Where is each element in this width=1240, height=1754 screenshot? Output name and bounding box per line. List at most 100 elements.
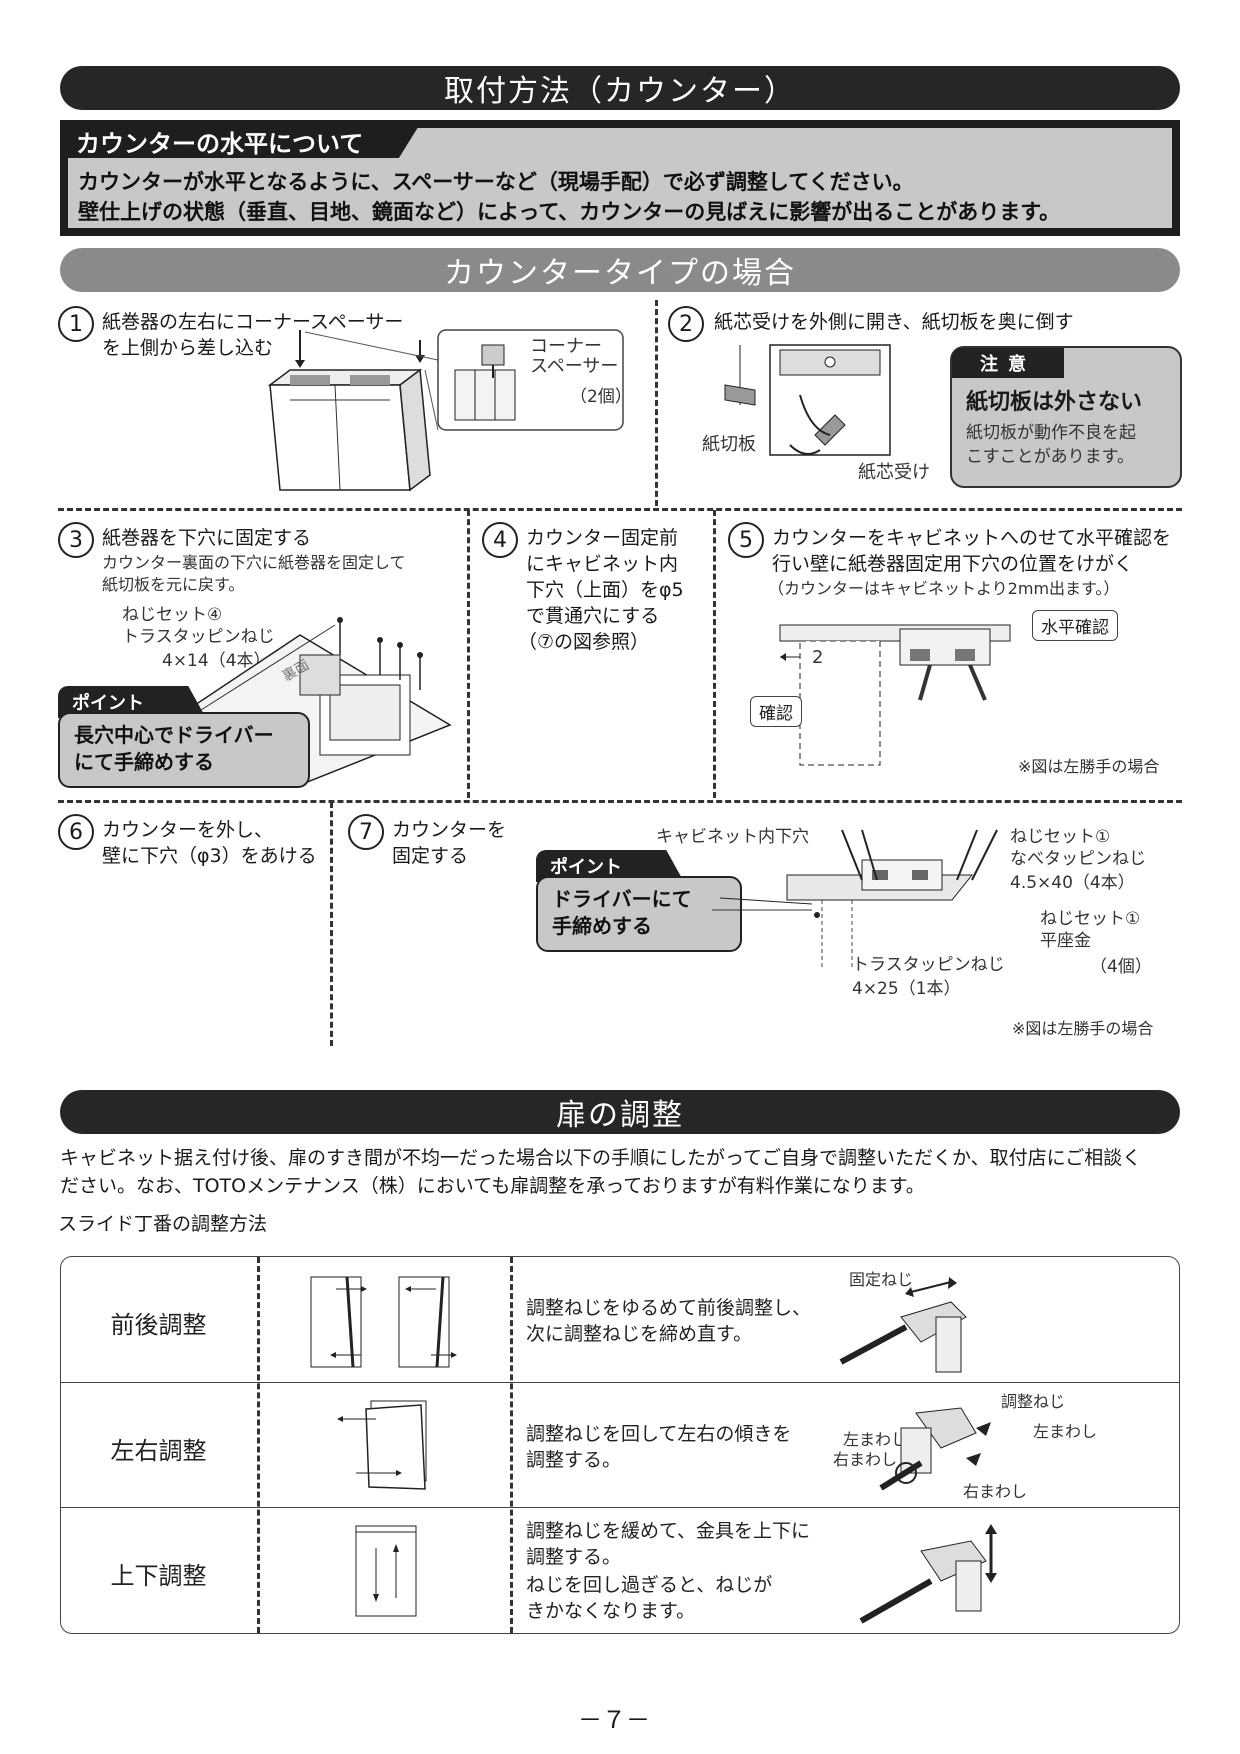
step7-note: ※図は左勝手の場合 — [1012, 1019, 1154, 1038]
caution-body-1: 紙切板が動作不良を起 — [966, 423, 1136, 443]
step4-text-5: （⑦の図参照） — [518, 631, 650, 653]
step3-point-2: にて手締めする — [74, 750, 214, 774]
hinge-up-down-icon — [859, 1524, 997, 1624]
step5-sub: （カウンターはキャビネットより2mm出ます。） — [768, 579, 1120, 598]
step1-illustration — [267, 329, 624, 492]
table-row: 上下調整 調整ねじを緩めて、金具を上下に 調整する。 ねじを回し過ぎると、ねじが… — [61, 1507, 1179, 1633]
step-number-2: 2 — [668, 306, 704, 342]
hinge-tag-left-b: 左まわし — [843, 1430, 908, 1449]
step1-qty: （2個） — [570, 387, 632, 407]
table-row: 前後調整 調整ねじをゆるめて前後調整し、 次に調整ねじを締め直す。 固定ねじ — [61, 1257, 1179, 1382]
step7-illustration — [712, 829, 998, 970]
up-down-diagram — [355, 1525, 417, 1617]
step7-point-2: 手締めする — [552, 914, 652, 938]
step3-point-1: 長穴中心でドライバー — [74, 723, 274, 747]
caution-tab: 注意 — [952, 348, 1064, 378]
step7-screw-a1: ねじセット① — [1010, 827, 1111, 847]
step3-sub-1: カウンター裏面の下穴に紙巻器を固定して — [102, 553, 406, 572]
step6-text-1: カウンターを外し、 — [102, 819, 274, 841]
step7-screw-b2: 平座金 — [1040, 931, 1091, 951]
step4-text-1: カウンター固定前 — [526, 527, 679, 549]
step4-text-4: で貫通穴にする — [526, 605, 660, 627]
caution-head: 紙切板は外さない — [966, 390, 1143, 415]
step-number-3: 3 — [58, 522, 94, 558]
step7-screw-c1: トラスタッピンねじ — [852, 955, 1005, 975]
step-number-7: 7 — [348, 814, 384, 850]
step5-text-1: カウンターをキャビネットへのせて水平確認を — [772, 527, 1172, 549]
step7-screw-b3: （4個） — [1090, 957, 1152, 977]
hinge-tag-right-a: 右まわし — [833, 1450, 898, 1469]
hinge-tag-fix-screw: 固定ねじ — [849, 1270, 914, 1289]
row-desc-2: 調整する。 — [526, 1449, 622, 1471]
hinge-left-right-icon — [879, 1407, 991, 1491]
hinge-front-back-icon — [839, 1277, 967, 1373]
table-divider — [257, 1257, 260, 1633]
divider — [655, 300, 658, 506]
door-para-1: キャビネット据え付け後、扉のすき間が不均一だった場合以下の手順にしたがってご自身… — [60, 1147, 1142, 1169]
step2-label-cutter: 紙切板 — [702, 434, 756, 455]
table-row: 左右調整 調整ねじを回して左右の傾きを 調整する。 調整ねじ 左まわし 左まわし… — [61, 1382, 1179, 1508]
section-title-install: 取付方法（カウンター） — [60, 66, 1180, 110]
row-label: 上下調整 — [110, 1562, 207, 1590]
caution-body-2: こすことがあります。 — [966, 447, 1134, 467]
step3-screw-2: トラスタッピンねじ — [122, 627, 275, 647]
front-back-diagram — [310, 1276, 457, 1368]
section-title-counter-type: カウンタータイプの場合 — [60, 248, 1180, 292]
step1-callout-2: スペーサー — [530, 356, 619, 377]
step3-text: 紙巻器を下穴に固定する — [102, 527, 312, 549]
step1-callout-1: コーナー — [530, 336, 602, 357]
row-label: 前後調整 — [110, 1311, 207, 1339]
row-desc-1: 調整ねじを緩めて、金具を上下に — [526, 1520, 811, 1542]
step6-text-2: 壁に下穴（φ3）をあける — [102, 845, 317, 867]
step-number-4: 4 — [482, 522, 518, 558]
row-desc-2: 調整する。 — [526, 1546, 622, 1568]
row-desc-2: 次に調整ねじを締め直す。 — [526, 1323, 753, 1345]
step5-dim: 2 — [812, 647, 824, 668]
note-line-1: カウンターが水平となるように、スペーサーなど（現場手配）で必ず調整してください。 — [78, 170, 914, 194]
step-number-1: 1 — [58, 306, 94, 342]
step2-label-core: 紙芯受け — [858, 462, 930, 483]
section-title-door: 扉の調整 — [60, 1090, 1180, 1134]
step7-text-2: 固定する — [392, 845, 469, 867]
step3-sub-2: 紙切板を元に戻す。 — [102, 575, 245, 594]
step2-illustration — [724, 344, 891, 456]
step7-point-1: ドライバーにて — [552, 887, 692, 911]
step1-text-1: 紙巻器の左右にコーナースペーサー — [102, 311, 404, 333]
step7-screw-a2: なべタッピンねじ — [1010, 849, 1146, 869]
divider — [58, 508, 1182, 511]
step5-text-2: 行い壁に紙巻器固定用下穴の位置をけがく — [772, 553, 1134, 575]
table-divider — [510, 1257, 513, 1633]
step7-screw-b1: ねじセット① — [1040, 909, 1141, 929]
step7-cab-hole: キャビネット内下穴 — [656, 827, 809, 847]
step2-text: 紙芯受けを外側に開き、紙切板を奥に倒す — [714, 311, 1074, 333]
door-subhead: スライド丁番の調整方法 — [58, 1213, 268, 1235]
step4-text-2: にキャビネット内 — [526, 553, 679, 575]
row-desc-1: 調整ねじをゆるめて前後調整し、 — [526, 1297, 812, 1319]
step7-point-box: ドライバーにて 手締めする — [536, 876, 742, 952]
step7-screw-a3: 4.5×40（4本） — [1010, 873, 1135, 893]
hinge-tag-right-b: 右まわし — [963, 1482, 1028, 1501]
row-desc-4: きかなくなります。 — [526, 1600, 696, 1622]
divider — [467, 510, 470, 798]
step4-text-3: 下穴（上面）をφ5 — [526, 579, 684, 601]
step5-note: ※図は左勝手の場合 — [1018, 757, 1160, 776]
divider — [330, 802, 333, 1046]
note-line-2: 壁仕上げの状態（垂直、目地、鏡面など）によって、カウンターの見ばえに影響が出るこ… — [78, 200, 1061, 224]
divider — [58, 800, 1182, 803]
step5-illustration — [779, 624, 1011, 766]
door-para-2: ださい。なお、TOTOメンテナンス（株）においても扉調整を承っておりますが有料作… — [60, 1175, 925, 1197]
step3-screw-3: 4×14（4本） — [162, 651, 271, 671]
step3-screw-1: ねじセット④ — [122, 605, 223, 625]
step7-screw-c2: 4×25（1本） — [852, 979, 961, 999]
left-right-diagram — [337, 1400, 427, 1490]
page-number: －７－ — [578, 1706, 650, 1734]
row-desc-1: 調整ねじを回して左右の傾きを — [526, 1423, 792, 1445]
step5-label-level: 水平確認 — [1032, 610, 1118, 641]
hinge-tag-left-a: 左まわし — [1033, 1422, 1098, 1441]
step5-label-check: 確認 — [750, 696, 802, 727]
note-tab: カウンターの水平について — [68, 124, 420, 158]
step1-text-2: を上側から差し込む — [102, 337, 274, 359]
adjustment-table: 前後調整 調整ねじをゆるめて前後調整し、 次に調整ねじを締め直す。 固定ねじ 左… — [60, 1256, 1180, 1634]
row-desc-3: ねじを回し過ぎると、ねじが — [526, 1574, 773, 1596]
step-number-5: 5 — [728, 522, 764, 558]
